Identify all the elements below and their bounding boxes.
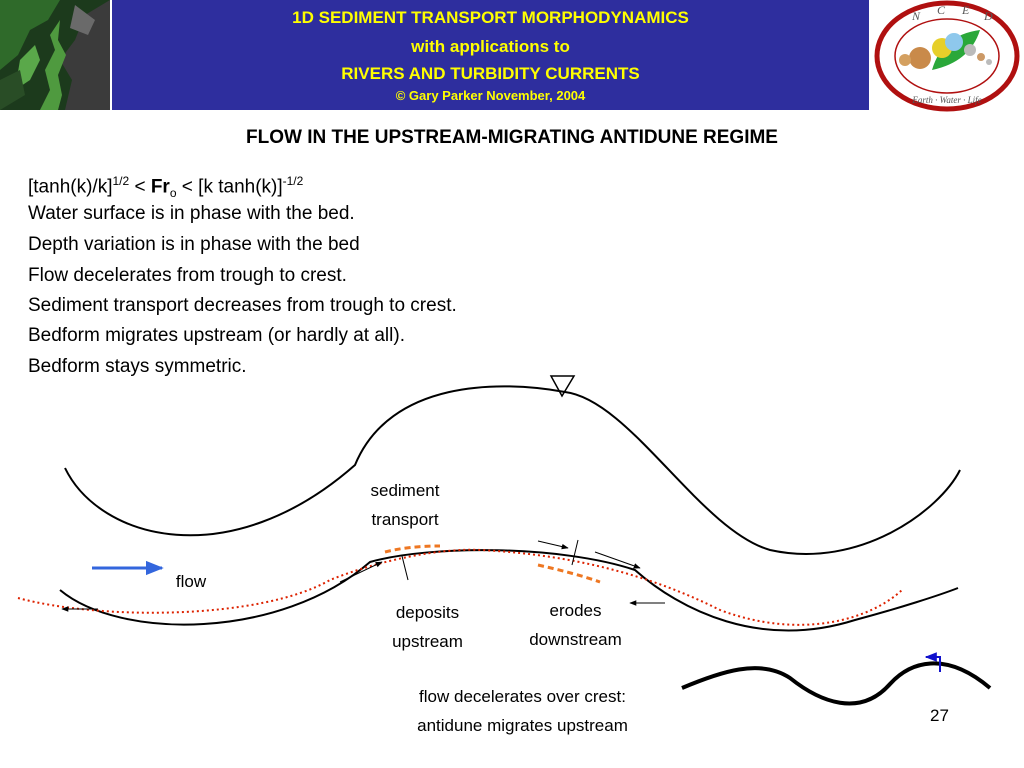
banner-title-line3: RIVERS AND TURBIDITY CURRENTS <box>341 64 640 83</box>
text-line-1: Water surface is in phase with the bed. <box>28 203 355 224</box>
water-surface-line <box>64 385 961 555</box>
nced-logo: N C E D Earth · Water · Life <box>874 0 1020 112</box>
text-line-2: Depth variation is in phase with the bed <box>28 234 360 255</box>
text-line-4: Sediment transport decreases from trough… <box>28 295 457 316</box>
erodes-leader-line <box>571 539 579 566</box>
deposits-upstream-label: deposits upstream <box>370 598 485 656</box>
deposit-dash <box>384 544 441 554</box>
text-line-6: Bedform stays symmetric. <box>28 356 247 377</box>
formula-part-3: < [k tanh(k)] <box>176 176 283 198</box>
banner-title-line1: 1D SEDIMENT TRANSPORT MORPHODYNAMICS <box>292 8 689 27</box>
transport-arrow-crest <box>537 540 569 550</box>
deposits-label-line1: deposits <box>395 603 460 622</box>
caption-line2: antidune migrates upstream <box>417 716 628 735</box>
text-line-5: Bedform migrates upstream (or hardly at … <box>28 325 405 346</box>
logo-letter-e: E <box>961 3 970 17</box>
froude-condition: [tanh(k)/k]1/2 < Fro < [k tanh(k)]-1/2 <box>28 169 303 205</box>
caption-line1: flow decelerates over crest: <box>419 687 626 706</box>
erosion-dash <box>537 563 601 584</box>
text-line-3: Flow decelerates from trough to crest. <box>28 265 347 286</box>
banner-copyright: © Gary Parker November, 2004 <box>395 88 586 103</box>
erodes-label-line1: erodes <box>549 601 602 620</box>
page-number: 27 <box>930 706 949 725</box>
formula-sub: o <box>169 186 177 201</box>
bed-profile-line <box>59 549 959 632</box>
antidune-diagram <box>17 375 992 706</box>
title-banner: 1D SEDIMENT TRANSPORT MORPHODYNAMICS wit… <box>112 0 869 110</box>
transport-arrow-upstream-crest <box>339 561 383 583</box>
formula-part-1: [tanh(k)/k] <box>28 176 113 198</box>
deposits-label-line2: upstream <box>392 632 463 651</box>
logo-motto: Earth · Water · Life <box>911 95 981 105</box>
formula-part-2: < <box>129 176 151 198</box>
formula-froude: Fr <box>150 176 170 198</box>
water-surface-marker-icon <box>549 375 576 398</box>
satellite-image <box>0 0 110 110</box>
formula-sup-2: -1/2 <box>282 174 304 188</box>
logo-letter-n: N <box>911 9 921 23</box>
logo-letter-c: C <box>937 3 946 17</box>
header: 1D SEDIMENT TRANSPORT MORPHODYNAMICS wit… <box>0 0 1024 112</box>
erodes-downstream-label: erodes downstream <box>508 596 643 654</box>
flow-label: flow <box>175 572 207 591</box>
sediment-transport-curve <box>17 548 903 626</box>
migration-arrow-icon <box>924 652 941 672</box>
sediment-transport-label: sediment transport <box>350 476 460 534</box>
formula-sup-1: 1/2 <box>112 174 130 188</box>
sediment-label-line1: sediment <box>370 481 440 500</box>
caption: flow decelerates over crest: antidune mi… <box>370 682 675 740</box>
migrating-bedform-line <box>681 661 992 706</box>
transport-arrow-downstream <box>594 551 641 569</box>
banner-title-line2: with applications to <box>411 37 570 56</box>
sediment-label-line2: transport <box>371 510 439 529</box>
slide-title: FLOW IN THE UPSTREAM-MIGRATING ANTIDUNE … <box>246 127 778 148</box>
erodes-label-line2: downstream <box>529 630 622 649</box>
deposits-leader-line <box>401 555 409 581</box>
logo-letter-d: D <box>983 9 993 23</box>
